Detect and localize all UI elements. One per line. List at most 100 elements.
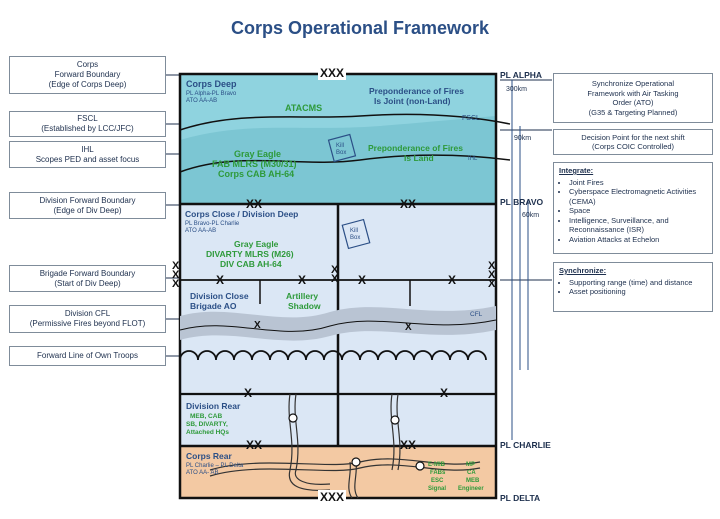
label-line: IHL [81, 144, 94, 154]
rear-units-1-b: FABs [430, 470, 446, 476]
corps-boundary-symbol-bottom: XXX [318, 490, 347, 504]
flot-line [179, 350, 487, 361]
corps-close-title: Corps Close / Division Deep [185, 209, 299, 219]
ihl-label: IHL [468, 156, 478, 162]
distance-90km: 90km [514, 135, 532, 142]
artillery-shadow-1: Artillery [286, 291, 319, 301]
label-line: Forward Line of Own Troops [37, 351, 138, 360]
close-asset-2: DIVARTY MLRS (M26) [206, 249, 294, 259]
corps-rear-sub-2: ATO AA- AB [186, 470, 219, 476]
corps-rear-zone [180, 446, 496, 498]
list-item: Asset positioning [569, 287, 707, 297]
label-line: Corps [76, 60, 99, 69]
division-rear-sub-3: Attached HQs [186, 429, 229, 436]
label-line: (Edge of Div Deep) [53, 205, 122, 215]
right-box-decision-point: Decision Point for the next shift (Corps… [553, 129, 713, 155]
label-line: (Start of Div Deep) [54, 278, 121, 288]
label-line: Framework with Air Tasking [587, 88, 679, 98]
close-asset-3: DIV CAB AH-64 [220, 259, 282, 269]
corps-boundary-symbol-top: XXX [318, 66, 347, 80]
diagram-title: Corps Operational Framework [230, 18, 490, 38]
brigade-symbol-4: X [448, 273, 457, 287]
rear-units-1-d: Signal [428, 486, 447, 492]
corps-rear-sub-1: PL Charlie – PL Delta [186, 463, 244, 469]
artillery-shadow-2: Shadow [288, 301, 321, 311]
fscl-line [179, 113, 511, 131]
brigade-symbol-2: X [298, 273, 307, 287]
corps-rear-title: Corps Rear [186, 451, 232, 461]
left-box-corps-forward-boundary: Corps Forward Boundary (Edge of Corps De… [9, 56, 166, 94]
kill-box-close-label-2: Box [350, 235, 361, 241]
list-item: Intelligence, Surveillance, and Reconnai… [569, 216, 707, 235]
preponderance-land-2: Is Land [404, 153, 434, 163]
division-close-2: Brigade AO [190, 301, 237, 311]
brigade-symbol-7: X [244, 386, 253, 400]
label-line: (Permissive Fires beyond FLOT) [29, 319, 146, 328]
label-line: Division CFL [64, 309, 111, 318]
corps-deep-sub-1: PL Alpha-PL Bravo [186, 91, 237, 97]
preponderance-joint-2: Is Joint (non-Land) [374, 96, 451, 106]
division-boundary-symbol-4: XX [400, 438, 417, 452]
rear-units-2-a: MP [466, 462, 475, 468]
brigade-symbol-8: X [440, 386, 449, 400]
right-box-integrate: Integrate: Joint Fires Cyberspace Electr… [553, 162, 713, 254]
left-box-fscl: FSCL (Established by LCC/JFC) [9, 111, 166, 137]
right-box-synchronize: Synchronize: Supporting range (time) and… [553, 262, 713, 312]
division-boundary-symbol-2: XX [400, 197, 417, 211]
msr-nodes [288, 413, 425, 471]
integrate-header: Integrate: [559, 166, 594, 175]
preponderance-land-1: Preponderance of Fires [368, 143, 463, 153]
synchronize-header: Synchronize: [559, 266, 607, 275]
list-item: Space [569, 206, 707, 216]
division-rear-sub-1: MEB, CAB [190, 413, 223, 420]
rear-units-1-c: ESC [431, 478, 444, 484]
preponderance-joint-1: Preponderance of Fires [369, 86, 464, 96]
division-boundary-symbol-1: XX [246, 197, 263, 211]
left-box-division-forward-boundary: Division Forward Boundary (Edge of Div D… [9, 192, 166, 219]
distance-300km: 300km [506, 86, 528, 93]
synchronize-list: Supporting range (time) and distance Ass… [559, 278, 707, 297]
right-box-ato: Synchronize Operational Framework with A… [553, 73, 713, 123]
label-line: Synchronize Operational [591, 79, 675, 88]
label-line: (Corps COIC Controlled) [591, 142, 675, 151]
division-close-1: Division Close [190, 291, 249, 301]
left-box-division-cfl: Division CFL (Permissive Fires beyond FL… [9, 305, 166, 333]
pl-charlie-label: PL CHARLIE [500, 440, 551, 450]
left-box-ihl: IHL Scopes PED and asset focus [9, 141, 166, 168]
atacms-label: ATACMS [285, 103, 323, 113]
division-rear-title: Division Rear [186, 401, 241, 411]
rear-units-2-b: CA [467, 470, 476, 476]
label-line: (Edge of Corps Deep) [48, 80, 127, 89]
distance-60km: 60km [522, 212, 540, 219]
cfl-label: CFL [470, 311, 483, 318]
corps-close-sub-2: ATO AA-AB [185, 228, 217, 234]
pl-alpha-label: PL ALPHA [500, 70, 543, 80]
label-line: Scopes PED and asset focus [35, 154, 140, 164]
cfl-line [179, 319, 497, 332]
label-line: Division Forward Boundary [39, 195, 136, 205]
brigade-symbol-1: X [216, 273, 225, 287]
pl-delta-label: PL DELTA [500, 493, 541, 503]
rear-units-2-c: MEB [466, 478, 480, 484]
deep-asset-2: FAB MLRS (M30/31) [212, 159, 297, 169]
ihl-line [179, 154, 511, 173]
list-item: Cyberspace Electromagnetic Activities (C… [569, 187, 707, 206]
corps-flank-symbol-left: XXX [172, 260, 180, 290]
close-asset-1: Gray Eagle [234, 239, 279, 249]
integrate-list: Joint Fires Cyberspace Electromagnetic A… [559, 178, 707, 245]
fscl-label: FSCL [462, 115, 480, 122]
list-item: Aviation Attacks at Echelon [569, 235, 707, 245]
kill-box-deep-label-2: Box [336, 150, 347, 156]
label-line: (G35 & Targeting Planned) [588, 107, 678, 117]
rear-units-2-d: Engineer [458, 486, 484, 492]
deep-asset-3: Corps CAB AH-64 [218, 169, 295, 179]
kill-box-deep [327, 133, 357, 163]
label-line: Order (ATO) [612, 98, 654, 107]
label-line: FSCL [77, 114, 98, 123]
division-rear-sub-2: SB, DIVARTY, [186, 421, 228, 428]
list-item: Joint Fires [569, 178, 707, 188]
corps-close-sub-1: PL Bravo-PL Charlie [185, 221, 240, 227]
list-item: Supporting range (time) and distance [569, 278, 707, 288]
